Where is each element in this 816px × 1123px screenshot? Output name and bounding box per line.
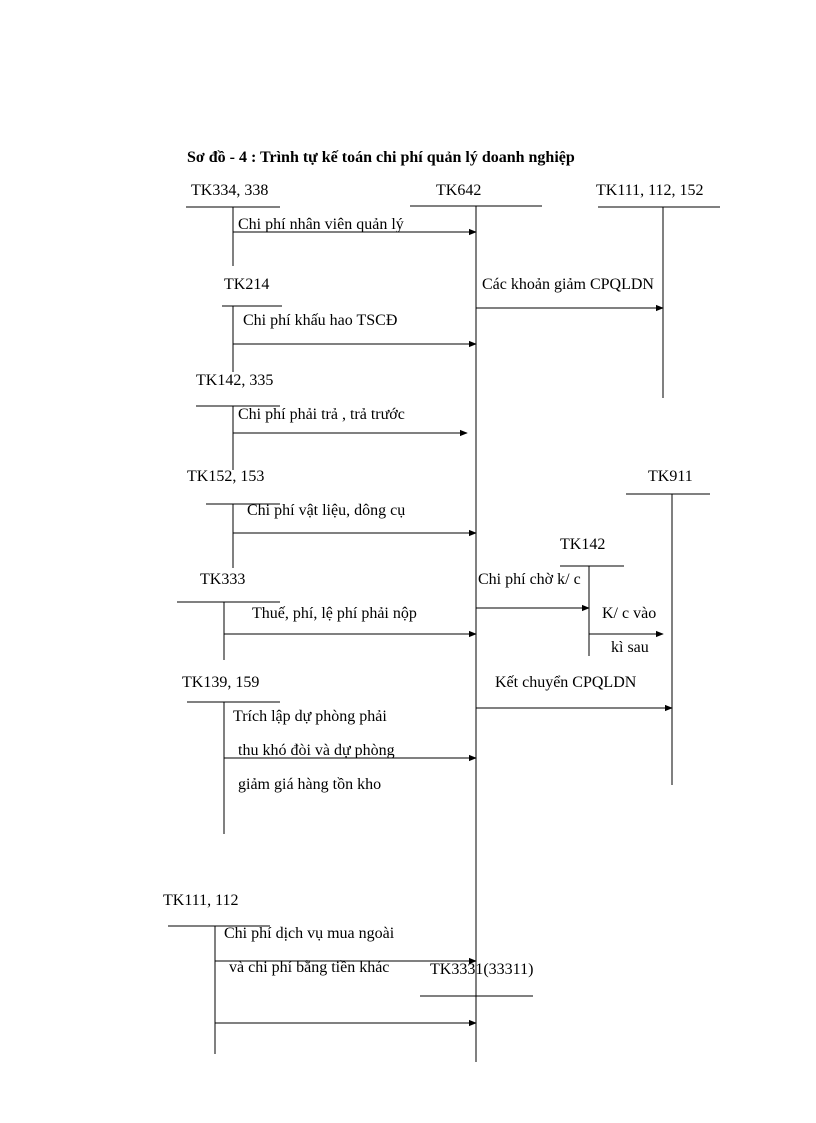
account-label-tk142: TK142 bbox=[560, 536, 605, 553]
entry-label-depreciation: Chi phí khấu hao TSCĐ bbox=[243, 312, 397, 329]
t-account-tk142: TK142 bbox=[560, 536, 624, 656]
entry-label-provision-1: Trích lập dự phòng phải bbox=[233, 708, 387, 725]
entry-label-next-period-1: K/ c vào bbox=[602, 605, 656, 622]
entry-label-outsourced-2: và chi phí bằng tiền khác bbox=[229, 959, 389, 976]
account-label-tk334-338: TK334, 338 bbox=[191, 182, 268, 199]
t-account-tk152-153: TK152, 153 bbox=[187, 468, 280, 568]
entry-label-provision-3: giảm giá hàng tồn kho bbox=[238, 776, 381, 793]
entry-label-reductions: Các khoản giảm CPQLDN bbox=[482, 276, 654, 293]
t-account-tk333: TK333 bbox=[177, 571, 280, 660]
account-label-tk642: TK642 bbox=[436, 182, 481, 199]
account-label-tk152-153: TK152, 153 bbox=[187, 468, 264, 485]
t-account-tk142-335: TK142, 335 bbox=[196, 372, 280, 470]
t-account-tk214: TK214 bbox=[222, 276, 282, 372]
account-label-tk111-112: TK111, 112 bbox=[163, 892, 239, 909]
account-label-tk333: TK333 bbox=[200, 571, 245, 588]
entry-label-next-period-2: kì sau bbox=[611, 639, 649, 656]
entry-label-payable-prepaid: Chi phí phải trả , trả trước bbox=[238, 406, 405, 423]
entry-label-transfer: Kết chuyển CPQLDN bbox=[495, 674, 637, 691]
account-label-tk911: TK911 bbox=[648, 468, 693, 485]
account-label-tk142-335: TK142, 335 bbox=[196, 372, 273, 389]
entry-label-pending-transfer: Chi phí chờ k/ c bbox=[478, 571, 581, 588]
account-label-tk111-112-152: TK111, 112, 152 bbox=[596, 182, 704, 199]
t-account-tk111-112: TK111, 112 bbox=[163, 892, 270, 1054]
entry-label-materials: Chi phí vật liệu, dông cụ bbox=[247, 502, 405, 519]
t-account-tk139-159: TK139, 159 bbox=[182, 674, 280, 834]
account-label-tk214: TK214 bbox=[224, 276, 269, 293]
diagram-title: Sơ đồ - 4 : Trình tự kế toán chi phí quả… bbox=[187, 149, 575, 166]
entry-label-outsourced-1: Chi phí dịch vụ mua ngoài bbox=[224, 925, 395, 942]
entry-label-provision-2: thu khó đòi và dự phòng bbox=[238, 742, 395, 759]
account-label-tk3331: TK3331(33311) bbox=[430, 961, 533, 978]
account-label-tk139-159: TK139, 159 bbox=[182, 674, 259, 691]
entry-label-taxes: Thuế, phí, lệ phí phải nộp bbox=[252, 605, 417, 622]
t-account-tk3331: TK3331(33311) bbox=[420, 961, 533, 997]
t-account-tk911: TK911 bbox=[626, 468, 710, 785]
t-account-tk642: TK642 bbox=[410, 182, 542, 1062]
t-account-tk111-112-152: TK111, 112, 152 bbox=[596, 182, 720, 398]
t-account-tk334-338: TK334, 338 bbox=[186, 182, 280, 266]
entry-label-staff: Chi phí nhân viên quản lý bbox=[238, 216, 404, 233]
